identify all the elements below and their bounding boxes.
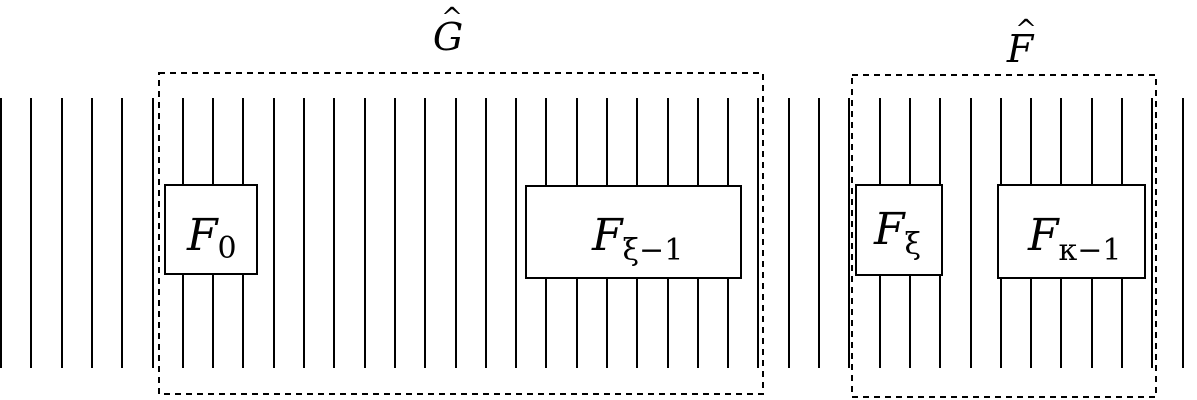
g-hat-base: G [433, 15, 463, 59]
box-f-xi: Fξ [855, 184, 943, 276]
box-f-xi-label: Fξ [873, 204, 921, 262]
g-hat-accent: ^ [441, 3, 463, 33]
group-box-f-hat [851, 74, 1157, 398]
box-f-xi-minus-1-label: Fξ−1 [591, 210, 683, 268]
group-label-f-hat: F ^ [1006, 15, 1037, 71]
box-f-kappa-minus-1: Fκ−1 [997, 184, 1146, 279]
group-label-g-hat: G ^ [433, 3, 463, 59]
group-box-g-hat [158, 72, 764, 395]
f-hat-base: F [1006, 27, 1035, 71]
box-f-0: F0 [164, 184, 258, 275]
box-f-0-label: F0 [186, 210, 237, 266]
box-f-xi-minus-1: Fξ−1 [525, 185, 742, 279]
f-hat-accent: ^ [1015, 15, 1037, 45]
box-f-kappa-minus-1-label: Fκ−1 [1027, 210, 1122, 268]
